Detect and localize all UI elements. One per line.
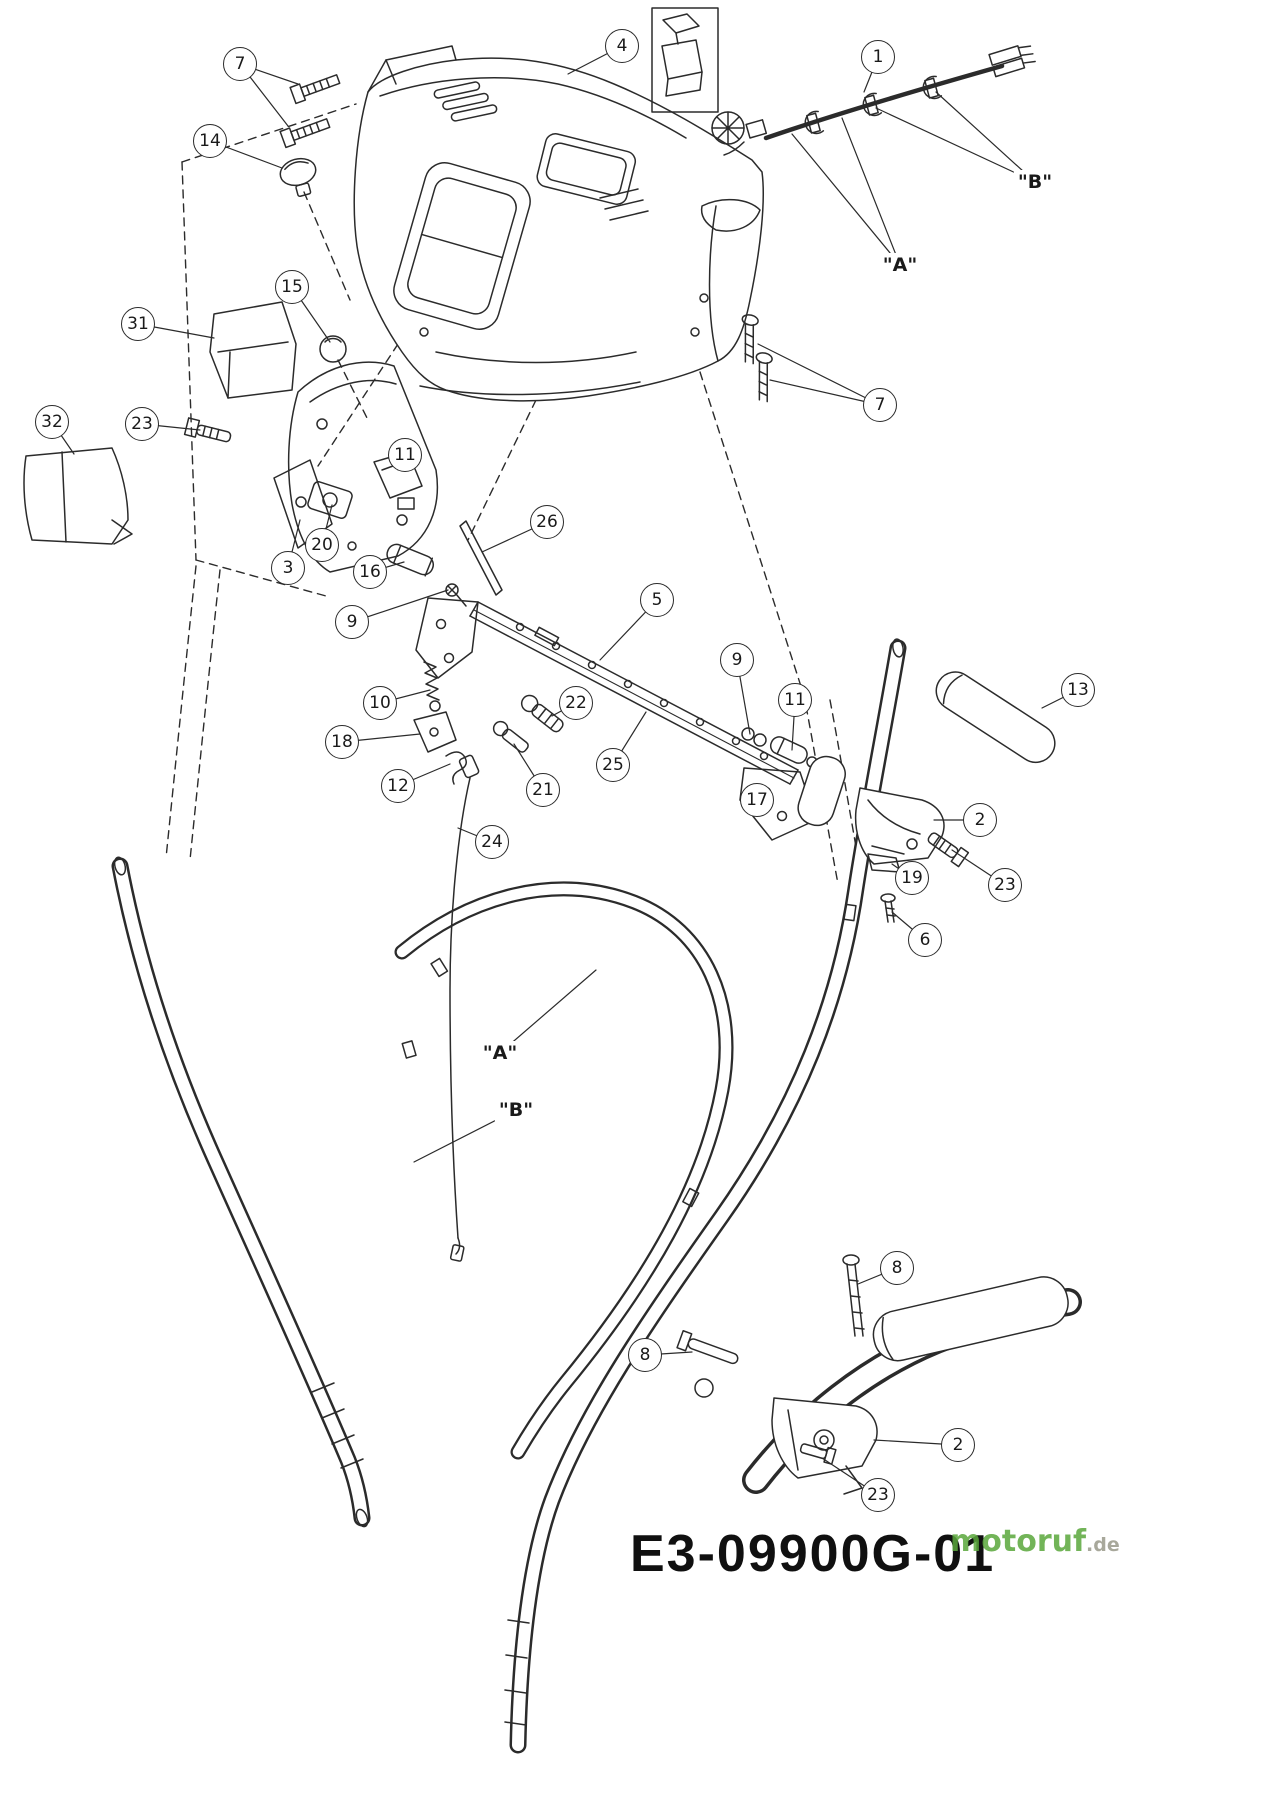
bracket-31: [209, 301, 297, 399]
dash-panel-housing: [353, 45, 764, 402]
bracket-2-bottom: [771, 1397, 878, 1495]
watermark: motoruf.de: [950, 1524, 1120, 1559]
callout-32: 32: [35, 405, 69, 439]
bracket-3: [273, 459, 333, 549]
callout-7: 7: [223, 47, 257, 81]
handle-tubes: [111, 638, 907, 1754]
strap-26: [459, 520, 503, 596]
callout-2: 2: [963, 803, 997, 837]
inset-detail-box: [651, 7, 719, 113]
watermark-tld: .de: [1086, 1534, 1120, 1556]
bolt-23-right: [927, 832, 970, 868]
callout-23: 23: [988, 868, 1022, 902]
bolt-21: [492, 720, 529, 753]
callout-11: 11: [778, 683, 812, 717]
callout-8: 8: [880, 1251, 914, 1285]
callout-21: 21: [526, 773, 560, 807]
callout-17: 17: [740, 783, 774, 817]
clip-12: [445, 751, 467, 785]
leader-line: [791, 133, 901, 266]
leader-line: [499, 969, 597, 1054]
bracket-18: [413, 711, 457, 753]
callout-12: 12: [381, 769, 415, 803]
callout-25: 25: [596, 748, 630, 782]
callout-7: 7: [863, 388, 897, 422]
callout-5: 5: [640, 583, 674, 617]
callout-1: 1: [861, 40, 895, 74]
pin-8: [676, 1330, 739, 1365]
callout-18: 18: [325, 725, 359, 759]
callout-9: 9: [335, 605, 369, 639]
callout-8: 8: [628, 1338, 662, 1372]
cable-24: [449, 754, 480, 1262]
leader-line: [935, 91, 1036, 183]
bolt-22: [520, 694, 564, 733]
callout-19: 19: [895, 861, 929, 895]
detail-lower-right: [676, 1254, 1082, 1495]
callout-11: 11: [388, 438, 422, 472]
crossbar-5: [415, 597, 817, 841]
callout-13: 13: [1061, 673, 1095, 707]
callout-20: 20: [305, 528, 339, 562]
axle-parts-right: [741, 727, 846, 827]
callout-23: 23: [861, 1478, 895, 1512]
wire-harness: [711, 45, 1036, 156]
callout-14: 14: [193, 124, 227, 158]
diagram-part-number: E3-09900G-01: [630, 1525, 996, 1583]
callout-15: 15: [275, 270, 309, 304]
leader-line: [757, 343, 881, 406]
knob-14: [279, 157, 317, 198]
callout-23: 23: [125, 407, 159, 441]
pin-ring: [694, 1378, 714, 1398]
leader-line: [875, 107, 1036, 183]
panel-32: [23, 447, 133, 545]
grip-13: [935, 671, 1056, 764]
callout-2: 2: [941, 1428, 975, 1462]
console-bracket: [287, 361, 439, 573]
spring-10: [423, 661, 441, 712]
callout-6: 6: [908, 923, 942, 957]
screw-9-left: [445, 583, 467, 607]
bracket-2-right: [854, 787, 945, 865]
knob-15: [319, 335, 347, 363]
leader-line: [769, 379, 881, 406]
callout-10: 10: [363, 686, 397, 720]
callout-4: 4: [605, 29, 639, 63]
screw-6: [880, 893, 896, 923]
reference-label: "A": [478, 1041, 522, 1065]
callout-9: 9: [720, 643, 754, 677]
screw-23-bottom: [799, 1443, 837, 1465]
reference-label: "A": [878, 253, 922, 277]
leader-line: [841, 117, 901, 266]
watermark-name: motoruf: [950, 1524, 1087, 1559]
bolt-8: [842, 1254, 865, 1337]
callout-22: 22: [559, 686, 593, 720]
callout-26: 26: [530, 505, 564, 539]
callout-16: 16: [353, 555, 387, 589]
cylinder-16: [386, 543, 435, 577]
callout-24: 24: [475, 825, 509, 859]
screw-7-right: [741, 314, 773, 403]
screw-7-topleft: [279, 74, 341, 149]
reference-label: "B": [1013, 170, 1057, 194]
callout-31: 31: [121, 307, 155, 341]
reference-label: "B": [494, 1098, 538, 1122]
projection-lines: [165, 103, 863, 885]
callout-3: 3: [271, 551, 305, 585]
